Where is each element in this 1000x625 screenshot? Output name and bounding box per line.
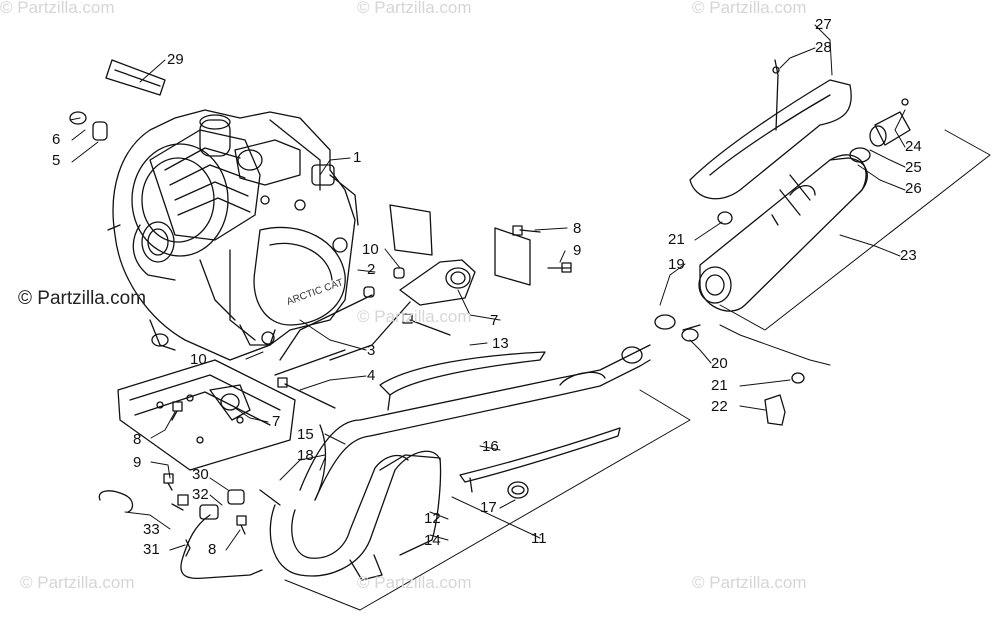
leader-lines: [69, 24, 906, 551]
watermark: © Partzilla.com: [357, 0, 472, 17]
callout-32: 32: [192, 486, 209, 503]
engine-assembly: ARCTIC CAT: [107, 109, 359, 361]
bolts: [163, 225, 572, 535]
callout-22: 22: [711, 398, 728, 415]
watermark: © Partzilla.com: [692, 0, 807, 17]
clamp: [507, 481, 529, 499]
header-bracket: [274, 204, 531, 376]
callout-2: 2: [367, 261, 376, 278]
sensor-harness: [98, 489, 263, 580]
callout-15: 15: [297, 426, 314, 443]
callout-21: 21: [711, 377, 728, 394]
callout-23: 23: [900, 247, 917, 264]
callout-25: 25: [905, 159, 922, 176]
callout-20: 20: [711, 355, 728, 372]
callout-30: 30: [192, 466, 209, 483]
callout-18: 18: [297, 447, 314, 464]
callout-7: 7: [272, 413, 281, 430]
callout-9: 9: [133, 454, 142, 471]
muffler-bracket: [682, 211, 805, 426]
callout-9: 9: [573, 242, 582, 259]
group-outlines: [284, 129, 991, 611]
callout-33: 33: [143, 521, 160, 538]
callout-26: 26: [905, 180, 922, 197]
callout-27: 27: [815, 16, 832, 33]
callout-10: 10: [362, 241, 379, 258]
callout-12: 12: [424, 510, 441, 527]
callout-4: 4: [367, 367, 376, 384]
callout-8: 8: [133, 431, 142, 448]
callout-24: 24: [905, 138, 922, 155]
callout-11: 11: [531, 530, 547, 547]
callout-13: 13: [492, 335, 509, 352]
callout-8: 8: [208, 541, 217, 558]
watermark: © Partzilla.com: [692, 573, 807, 592]
callout-19: 19: [668, 256, 685, 273]
callout-8: 8: [573, 220, 582, 237]
callout-1: 1: [353, 149, 362, 166]
callout-7: 7: [490, 312, 499, 329]
muffler-shield: [689, 59, 852, 226]
watermark: © Partzilla.com: [20, 573, 135, 592]
spark-arrestor: [849, 98, 911, 163]
callout-16: 16: [482, 438, 499, 455]
callout-29: 29: [167, 51, 184, 68]
callout-10: 10: [190, 351, 207, 368]
callout-14: 14: [424, 532, 441, 549]
callout-21: 21: [668, 231, 685, 248]
callout-5: 5: [52, 152, 61, 169]
callout-3: 3: [367, 342, 376, 359]
callout-31: 31: [143, 541, 160, 558]
hardware-5-6: [69, 59, 166, 141]
header-pipes: [259, 344, 651, 581]
watermark: © Partzilla.com: [357, 573, 472, 592]
callout-28: 28: [815, 39, 832, 56]
gasket-lower: [209, 384, 251, 421]
brand-watermark: © Partzilla.com: [18, 288, 147, 309]
watermark: © Partzilla.com: [0, 0, 115, 17]
muffler-assembly: [654, 154, 868, 342]
callout-17: 17: [480, 499, 497, 516]
engine-plate: [117, 359, 296, 471]
watermark: © Partzilla.com: [357, 307, 472, 326]
heat-shields: [379, 351, 621, 493]
callout-6: 6: [52, 131, 61, 148]
